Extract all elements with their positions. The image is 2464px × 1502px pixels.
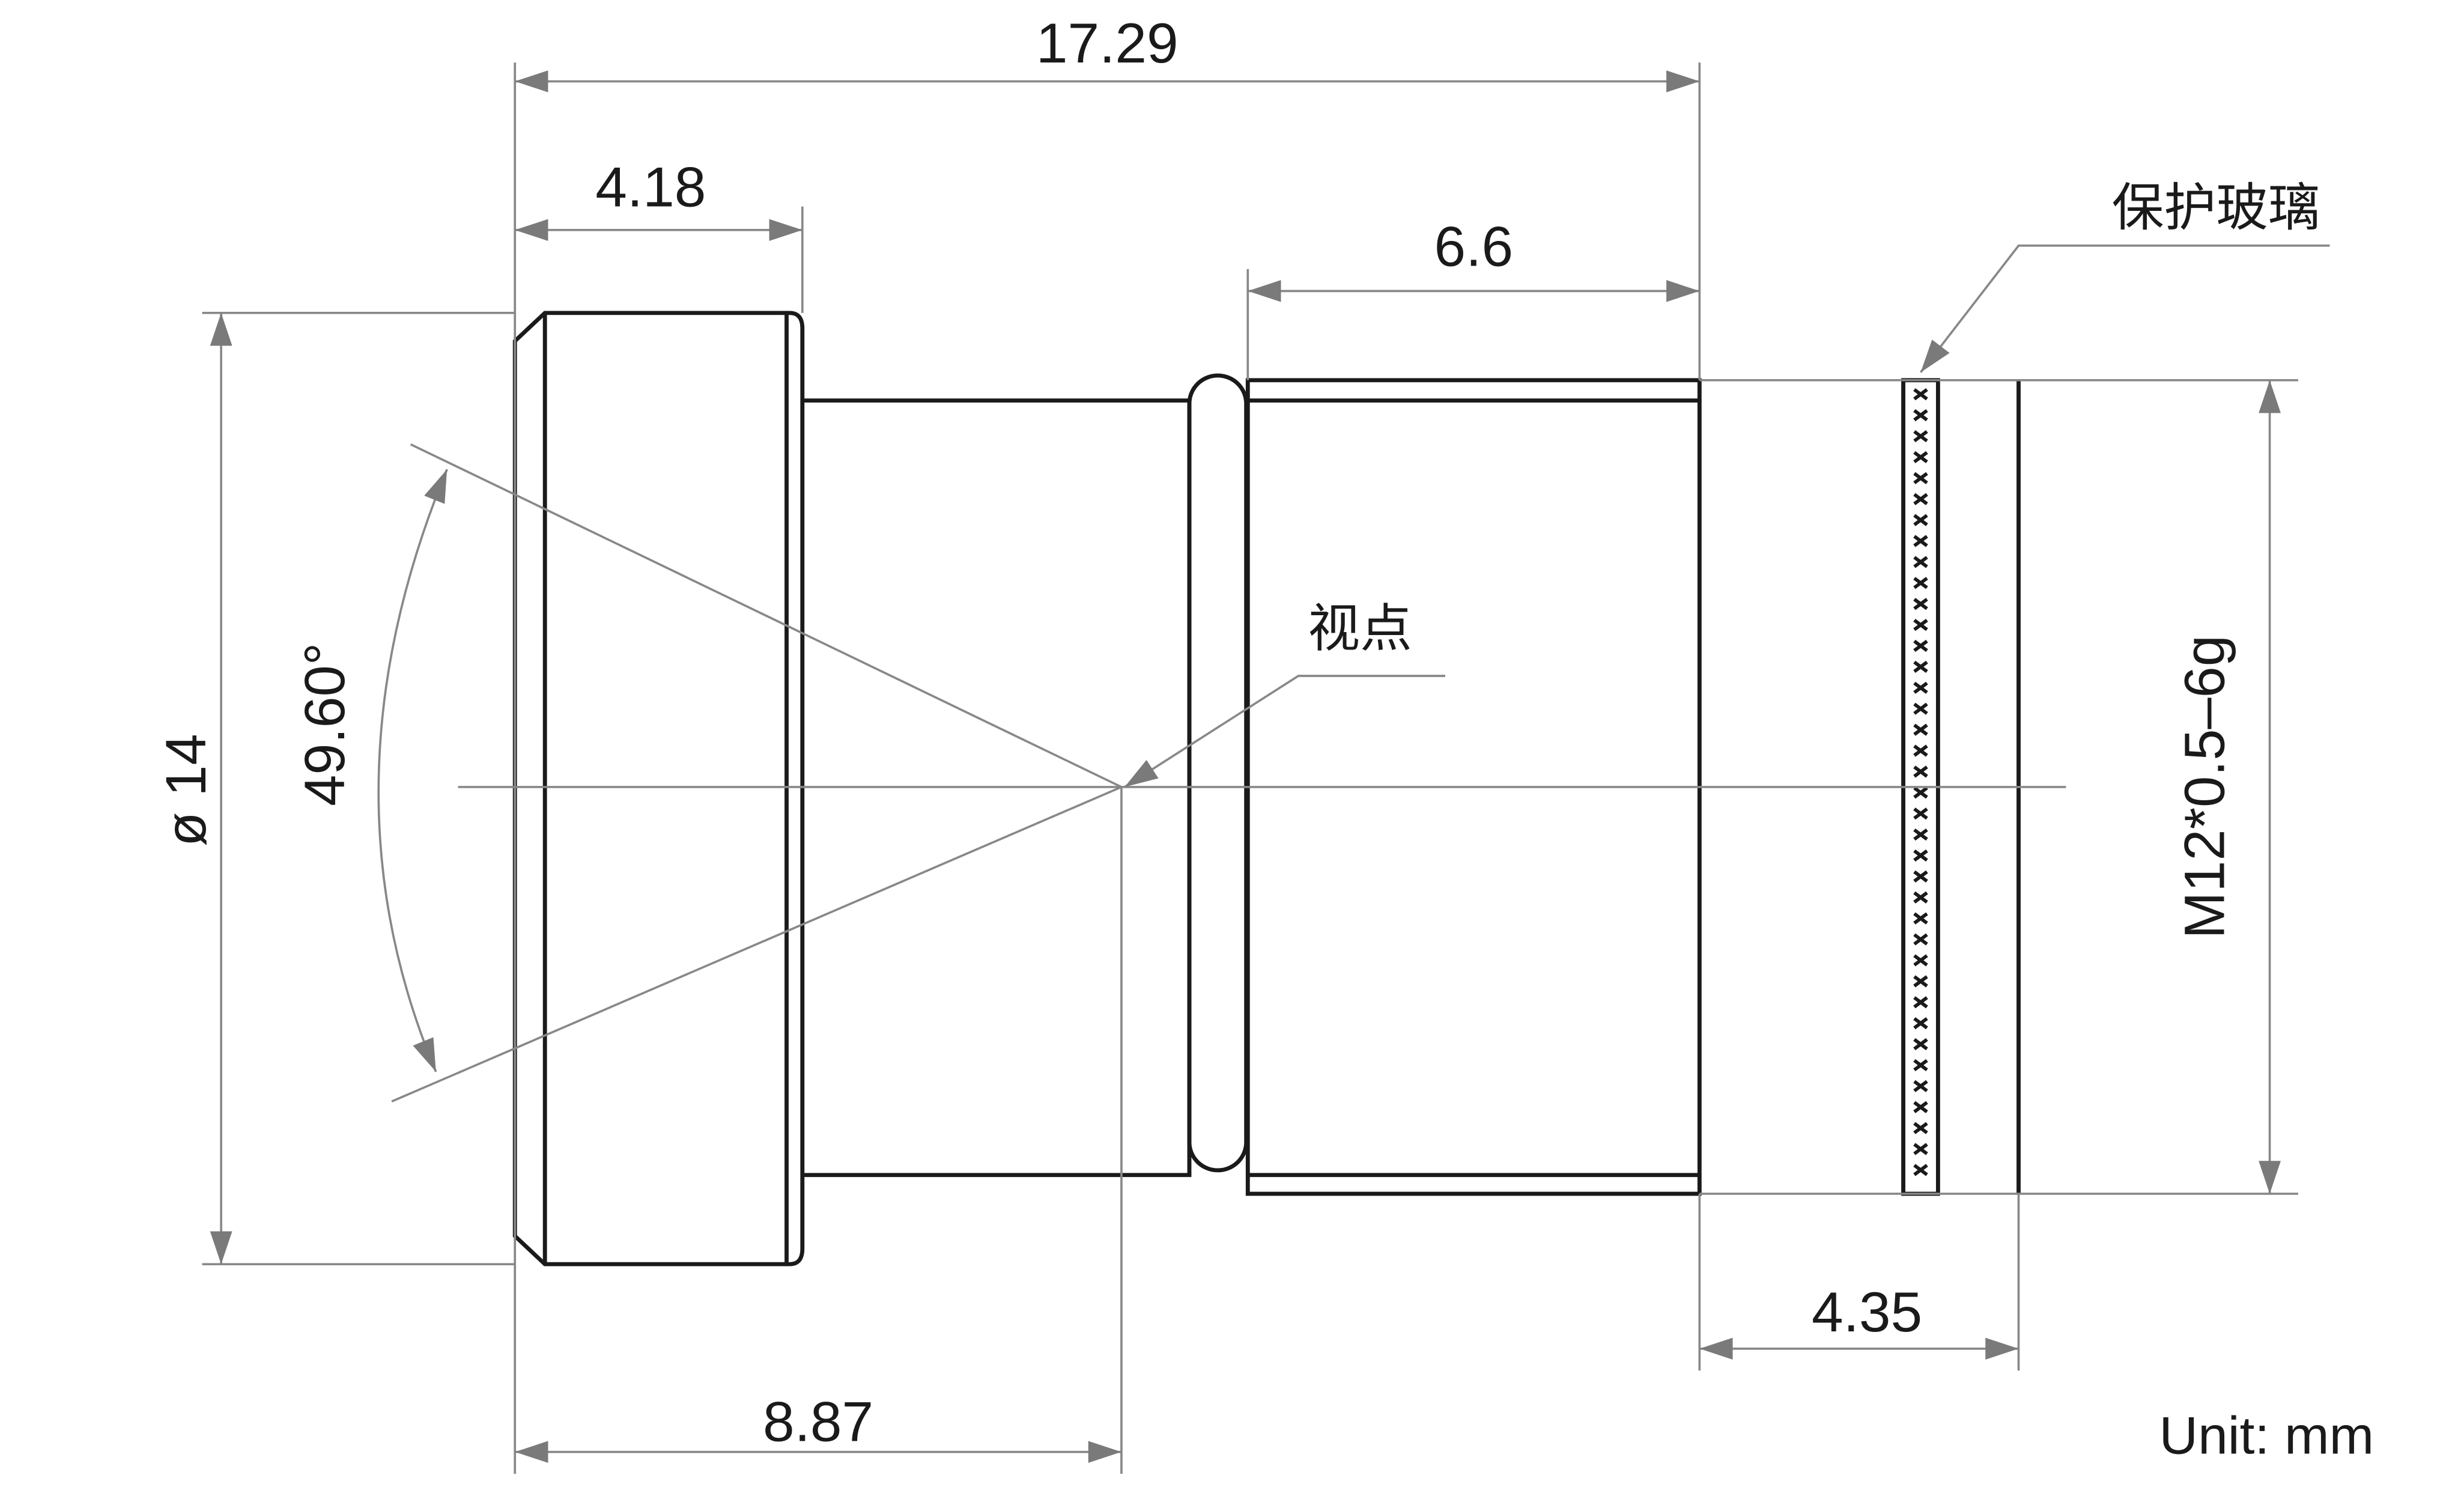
glass-hatch-mark	[1913, 765, 1928, 778]
glass-hatch-mark	[1913, 577, 1928, 589]
glass-hatch-mark	[1913, 660, 1928, 673]
leader-protective-glass	[1919, 245, 2330, 373]
glass-hatch-mark	[1913, 514, 1928, 526]
glass-hatch-mark	[1913, 891, 1928, 904]
glass-hatch-mark	[1913, 912, 1928, 925]
glass-hatch-mark	[1913, 933, 1928, 946]
glass-hatch-mark	[1913, 535, 1928, 547]
leader-viewpoint	[1124, 675, 1445, 788]
glass-hatch-mark	[1913, 556, 1928, 568]
dim-label-outer-diameter: ø 14	[154, 734, 217, 847]
glass-hatch-mark	[1913, 1080, 1928, 1092]
dim-label-glass-to-end: 4.35	[1812, 1281, 1922, 1343]
lens-body	[512, 311, 2021, 1266]
glass-hatch-mark	[1913, 807, 1928, 820]
glass-hatch-mark	[1913, 723, 1928, 736]
glass-hatch-mark	[1913, 451, 1928, 464]
dim-label-front-ring-length: 4.18	[595, 156, 706, 218]
glass-hatch-mark	[1913, 472, 1928, 484]
glass-hatch-mark	[1913, 598, 1928, 610]
glass-hatch-mark	[1913, 493, 1928, 505]
glass-hatch-mark	[1913, 388, 1928, 401]
dimension-lines	[210, 70, 2281, 1463]
glass-hatch-mark	[1913, 430, 1928, 443]
glass-hatch-mark	[1913, 1017, 1928, 1030]
glass-hatch-mark	[1913, 975, 1928, 988]
glass-hatch-mark	[1913, 1122, 1928, 1134]
dim-label-field-of-view: 49.60°	[293, 643, 357, 806]
glass-hatch-mark	[1913, 702, 1928, 715]
glass-hatch-mark	[1913, 1038, 1928, 1051]
dim-label-overall-length: 17.29	[1036, 12, 1179, 74]
front-ring	[512, 311, 805, 1266]
labels: 17.29 4.18 6.6 8.87 4.35 ø 14 49.60° M12…	[154, 12, 2374, 1465]
fov-ray-upper	[410, 443, 1122, 788]
glass-hatch-mark	[1913, 744, 1928, 757]
glass-hatch-mark	[1913, 996, 1928, 1009]
glass-hatch-mark	[1913, 409, 1928, 422]
thread-spec-label: M12*0.5–6g	[2173, 635, 2236, 939]
glass-hatch	[1913, 388, 1928, 1176]
glass-hatch-mark	[1913, 1164, 1928, 1176]
fov-ray-lower	[391, 786, 1122, 1103]
glass-hatch-mark	[1913, 849, 1928, 862]
o-ring	[1187, 373, 1249, 1173]
glass-hatch-mark	[1913, 954, 1928, 967]
protective-glass-label: 保护玻璃	[2112, 179, 2320, 237]
glass-hatch-mark	[1913, 1059, 1928, 1072]
dim-arc-fov	[377, 469, 448, 1072]
glass-hatch-mark	[1913, 681, 1928, 694]
dim-label-thread-section-length: 6.6	[1434, 215, 1514, 278]
viewpoint-label: 视点	[1308, 600, 1412, 658]
glass-hatch-mark	[1913, 786, 1928, 799]
dim-label-viewpoint-distance: 8.87	[763, 1390, 873, 1453]
glass-hatch-mark	[1913, 618, 1928, 631]
construction-lines	[202, 62, 2330, 1474]
glass-hatch-mark	[1913, 1101, 1928, 1113]
unit-label: Unit: mm	[2159, 1405, 2374, 1465]
glass-hatch-mark	[1913, 639, 1928, 652]
glass-hatch-mark	[1913, 1143, 1928, 1155]
glass-hatch-mark	[1913, 870, 1928, 883]
glass-hatch-mark	[1913, 828, 1928, 841]
